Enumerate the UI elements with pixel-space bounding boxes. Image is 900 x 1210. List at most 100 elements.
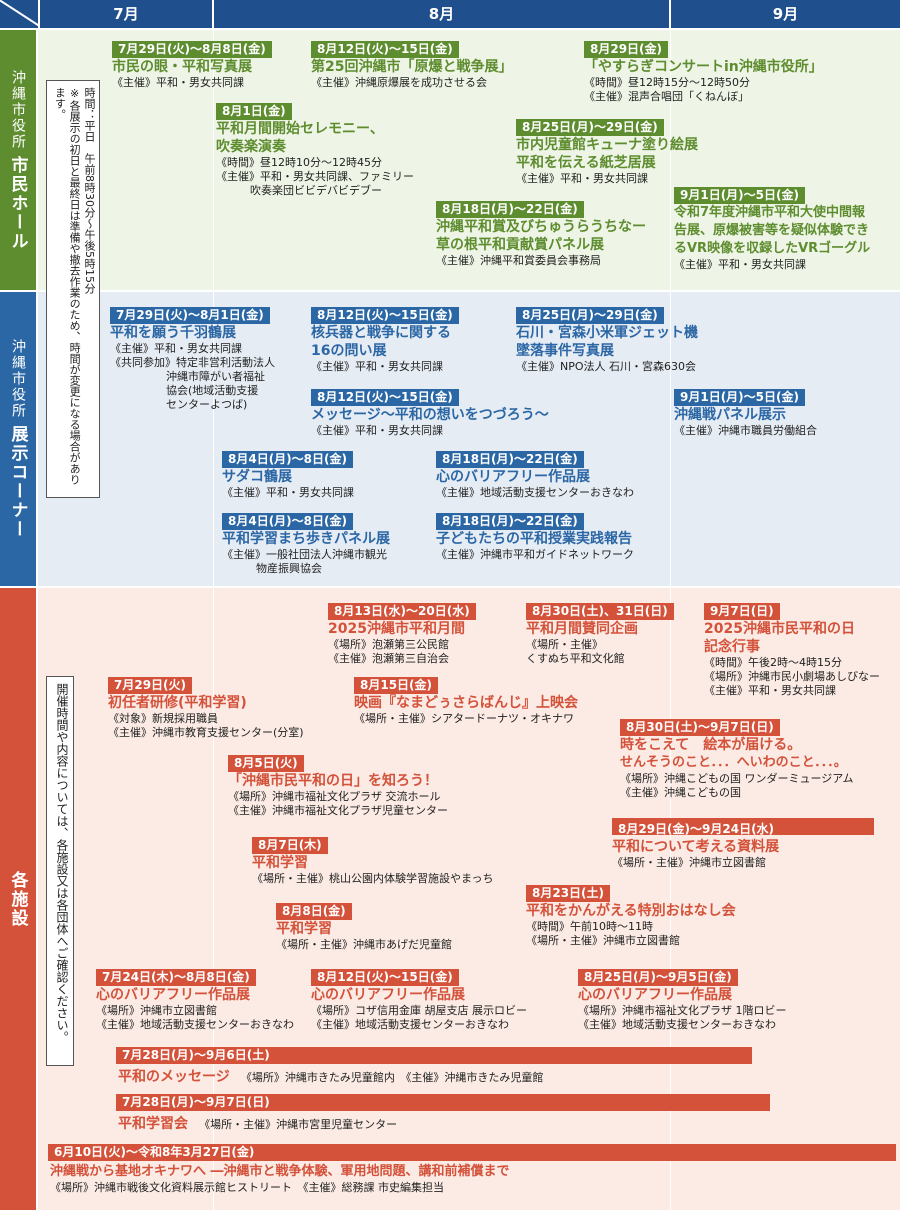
event-title: 平和学習会 [118,1116,188,1132]
exhibit-event: 8月12日(火)～15日(金) 核兵器と戦争に関する 16の問い展 《主催》平和… [311,304,459,374]
event-title: 平和学習まち歩きパネル展 [222,531,390,547]
event-title: 令和7年度沖縄市平和大使中間報 [674,205,866,220]
event-date-badge: 8月5日(火) [228,755,304,772]
section-label-hall: 沖縄市役所 市民ホール [0,30,36,290]
event-detail: 《場所》沖縄市福祉文化プラザ 交流ホール [228,790,441,803]
event-detail: 《場所・主催》沖縄市宮里児童センター [199,1118,398,1131]
event-detail: 物産振興協会 [256,562,322,575]
event-title-line2: せんそうのこと．．．へいわのこと．．．。 [620,755,847,770]
event-detail: 《主催》平和・男女共同課 [516,172,648,185]
event-date-badge: 8月12日(火)～15日(金) [311,307,459,324]
event-date-badge: 9月1日(月)～5日(金) [674,389,805,406]
header-corner [0,0,38,28]
facility-event: 沖縄戦から基地オキナワへ ―沖縄市と戦争体験、軍用地問題、講和前補償まで 《場所… [50,1163,510,1195]
event-title-line2: 墜落事件写真展 [516,343,614,359]
event-date-badge: 8月18日(月)～22日(金) [436,451,584,468]
event-date-badge: 7月29日(火) [108,677,193,694]
event-detail: 《時間》午前10時～11時 [526,920,653,933]
exhibit-event: 8月18日(月)～22日(金) 心のバリアフリー作品展 《主催》地域活動支援セン… [436,448,634,500]
hall-event: 8月25日(月)～29日(金) 市内児童館キューナ塗り絵展 平和を伝える紙芝居展… [516,116,698,186]
event-detail: 《主催》地域活動支援センターおきなわ [578,1018,776,1031]
event-date-badge: 6月10日(火)～令和8年3月27日(金) [54,1145,255,1159]
event-title: 平和学習 [252,855,308,871]
facility-event: 8月30日(土)、31日(日) 平和月間賛同企画 《場所・主催》 くすぬち平和文… [526,600,674,666]
event-date-badge: 7月29日(火)～8月1日(金) [110,307,270,324]
facility-event: 8月12日(火)～15日(金) 心のバリアフリー作品展 《場所》コザ信用金庫 胡… [311,966,527,1032]
event-date-badge: 8月13日(水)～20日(水) [328,603,476,620]
exhibit-event: 9月1日(月)～5日(金) 沖縄戦パネル展示 《主催》沖縄市職員労働組合 [674,386,817,438]
facility-event: 8月23日(土) 平和をかんがえる特別おはなし会 《時間》午前10時～11時 《… [526,882,736,948]
month-divider-aug [213,0,214,1210]
event-title: 2025沖縄市民平和の日 [704,621,855,637]
event-date-badge: 7月29日(火)～8月8日(金) [112,41,272,58]
event-detail: 《場所》沖縄市立図書館 [96,1004,217,1017]
facility-event: 7月29日(火) 初任者研修(平和学習) 《対象》新規採用職員 《主催》沖縄市教… [108,674,304,740]
facility-event: 8月7日(木) 平和学習 《場所・主催》桃山公園内体験学習施設やまっち [252,834,494,886]
event-detail: 《主催》地域活動支援センターおきなわ [436,486,634,499]
event-detail: 《場所・主催》シアタードーナツ・オキナワ [354,712,574,725]
section-label-exhibit: 沖縄市役所 展示コーナー [0,292,36,586]
event-detail: 《主催》沖縄平和賞委員会事務局 [436,254,601,267]
facility-event: 7月24日(木)～8月8日(金) 心のバリアフリー作品展 《場所》沖縄市立図書館… [96,966,294,1032]
facility-event: 8月25日(月)～9月5日(金) 心のバリアフリー作品展 《場所》沖縄市福祉文化… [578,966,787,1032]
event-detail: 《場所》泡瀬第三公民館 [328,638,449,651]
event-title-line2: 告展、原爆被害等を疑似体験でき [674,223,870,238]
month-header-september: 9月 [671,0,900,28]
event-date-badge: 7月28日(月)～9月7日(日) [122,1095,270,1109]
event-date-badge: 8月18日(月)～22日(金) [436,513,584,530]
exhibit-band [38,292,900,586]
hall-event: 8月12日(火)～15日(金) 第25回沖縄市「原爆と戦争展」 《主催》沖縄原爆… [311,38,512,90]
event-date-badge: 7月24日(木)～8月8日(金) [96,969,256,986]
hall-event: 8月29日(金) 「やすらぎコンサートin沖縄市役所」 《時間》昼12時15分～… [584,38,823,104]
event-title: 沖縄戦パネル展示 [674,407,786,423]
event-title: 時をこえて 絵本が届ける。 [620,737,802,753]
event-detail: 《主催》沖縄市平和ガイドネットワーク [436,548,634,561]
event-detail: 《主催》地域活動支援センターおきなわ [96,1018,294,1031]
event-title: 石川・宮森小米軍ジェット機 [516,325,698,341]
section-label-facilities: 各施設 [0,588,36,1210]
hall-event: 8月18日(月)～22日(金) 沖縄平和賞及びちゅうらうちなー 草の根平和貢献賞… [436,198,646,268]
event-detail: 《場所・主催》沖縄市立図書館 [612,856,766,869]
event-title: 市民の眼・平和写真展 [112,59,252,75]
event-detail: 《場所》沖縄市きたみ児童館内 《主催》沖縄市きたみ児童館 [240,1071,544,1084]
event-title: 平和のメッセージ [118,1069,230,1085]
event-date-badge: 8月4日(月)～8日(金) [222,513,353,530]
hall-event: 7月29日(火)～8月8日(金) 市民の眼・平和写真展 《主催》平和・男女共同課 [112,38,272,90]
facilities-note: 開催時間や内容については、各施設又は各団体へご確認ください。 [46,676,74,1066]
exhibit-event: 8月18日(月)～22日(金) 子どもたちの平和授業実践報告 《主催》沖縄市平和… [436,510,634,562]
event-title: 沖縄平和賞及びちゅうらうちなー [436,219,646,235]
month-header-july: 7月 [40,0,212,28]
hall-event: 9月1日(月)～5日(金) 令和7年度沖縄市平和大使中間報 告展、原爆被害等を疑… [674,184,870,272]
event-detail: 《主催》一般社団法人沖縄市観光 [222,548,387,561]
event-detail: 吹奏楽団ビビデバビデブー [250,184,382,197]
event-title: 平和について考える資料展 [612,839,780,855]
hall-hours-note: 時間：平日 午前8時30分～午後5時15分 ※各展示の初日と最終日は準備や撤去作… [46,80,100,498]
event-date-badge: 8月12日(火)～15日(金) [311,41,459,58]
event-title-line2: 吹奏楽演奏 [216,139,286,155]
duration-bar [612,818,874,835]
event-title: 市内児童館キューナ塗り絵展 [516,137,698,153]
event-title: 平和月間賛同企画 [526,621,638,637]
event-date-badge: 8月15日(金) [354,677,439,694]
event-date-badge: 8月30日(土)、31日(日) [526,603,674,620]
event-date-badge: 8月25日(月)～29日(金) [516,119,664,136]
event-detail: 《主催》平和・男女共同課 [674,258,806,271]
event-detail: 《主催》沖縄こどもの国 [620,786,741,799]
event-detail: 《主催》平和・男女共同課 [222,486,354,499]
event-date-badge: 8月1日(金) [216,103,292,120]
event-detail: 沖縄市障がい者福祉 [166,370,265,383]
event-date-badge: 8月7日(木) [252,837,328,854]
event-detail: 《主催》平和・男女共同課 [110,342,242,355]
event-date-badge: 8月29日(金)～9月24日(水) [618,822,775,836]
event-title: 平和学習 [276,921,332,937]
event-title: サダコ鶴展 [222,469,292,485]
event-date-badge: 7月28日(月)～9月6日(土) [122,1048,270,1062]
event-detail: 《場所》沖縄市戦後文化資料展示館ヒストリート 《主催》総務課 市史編集担当 [50,1181,444,1194]
event-title: 「沖縄市民平和の日」を知ろう！ [228,773,438,789]
event-title: 第25回沖縄市「原爆と戦争展」 [311,59,513,75]
facility-event: 8月13日(水)～20日(水) 2025沖縄市平和月間 《場所》泡瀬第三公民館 … [328,600,476,666]
event-title: 2025沖縄市平和月間 [328,621,465,637]
event-detail: 《主催》沖縄原爆展を成功させる会 [311,76,487,89]
event-detail: 《場所・主催》 [526,638,603,651]
event-date-badge: 8月29日(金) [584,41,669,58]
